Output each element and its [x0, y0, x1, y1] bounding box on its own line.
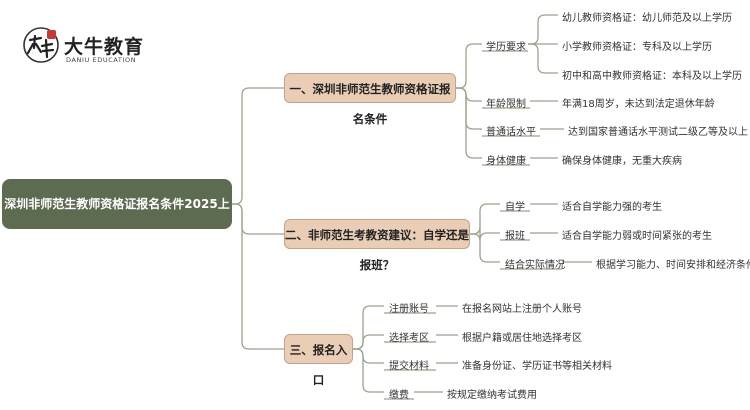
link-s1-l2-0: [456, 43, 482, 89]
s3-item-area: 选择考区: [389, 333, 429, 344]
logo-name: 大牛教育: [64, 36, 145, 58]
link-s2-l2-1: [470, 226, 500, 241]
s3-item-pay: 缴费: [389, 390, 409, 401]
root-node: 深圳非师范生教师资格证报名条件2025上半年: [2, 179, 232, 261]
s2-item-selfstudy: 自学: [505, 202, 525, 213]
s1-edu-kindergarten: 幼儿教师资格证：幼儿师范及以上学历: [562, 13, 732, 24]
s2-selfstudy-detail: 适合自学能力强的考生: [562, 202, 662, 213]
s1-edu-primary: 小学教师资格证：专科及以上学历: [562, 42, 712, 53]
section-3-node: 三、报名入口: [284, 334, 353, 387]
s2-item-combine: 结合实际情况: [505, 260, 565, 271]
link-s1-edu-l3-0: [528, 14, 558, 45]
link-s1-l2-1: [456, 87, 482, 102]
link-s3-l2-3: [353, 348, 384, 393]
s3-item-register: 注册账号: [389, 304, 429, 315]
s2-combine-detail: 根据学习能力、时间安排和经济条件选择: [596, 260, 750, 271]
link-s3-l2-0: [353, 305, 384, 350]
link-s1-l2-2: [456, 87, 482, 130]
s3-pay-detail: 按规定缴纳考试费用: [447, 390, 537, 401]
logo-subtitle: DANIU EDUCATION: [66, 56, 137, 64]
link-root-s3: [232, 203, 284, 350]
link-s3-l2-1: [353, 334, 384, 350]
s1-item-health: 身体健康: [486, 156, 526, 167]
logo-icon: [23, 27, 59, 63]
s1-edu-secondary: 初中和高中教师资格证：本科及以上学历: [562, 71, 742, 82]
section-2-node: 二、非师范生考教资建议：自学还是报班？: [284, 219, 470, 272]
link-s2-l2-0: [470, 203, 500, 235]
s2-class-detail: 适合自学能力弱或时间紧张的考生: [562, 231, 712, 242]
s3-item-submit: 提交材料: [389, 361, 429, 372]
s1-item-education: 学历要求: [486, 42, 526, 53]
link-s1-edu-l3-2: [528, 43, 558, 74]
link-s2-l2-2: [470, 233, 500, 263]
s3-area-detail: 根据户籍或居住地选择考区: [462, 333, 582, 344]
s1-age-detail: 年满18周岁，未达到法定退休年龄: [562, 99, 715, 110]
link-s3-l2-2: [353, 348, 384, 364]
link-root-s1: [232, 87, 284, 205]
s1-mandarin-detail: 达到国家普通话水平测试二级乙等及以上: [568, 127, 748, 138]
section-1-node: 一、深圳非师范生教师资格证报名条件: [284, 73, 456, 126]
s3-register-detail: 在报名网站上注册个人账号: [462, 304, 582, 315]
s3-submit-detail: 准备身份证、学历证书等相关材料: [462, 361, 612, 372]
s1-health-detail: 确保身体健康，无重大疾病: [562, 156, 682, 167]
s1-item-mandarin: 普通话水平: [486, 127, 536, 138]
s1-item-age: 年龄限制: [486, 99, 526, 110]
link-s1-l2-3: [456, 87, 482, 159]
link-root-s2: [232, 203, 284, 235]
s2-item-class: 报班: [505, 231, 525, 242]
